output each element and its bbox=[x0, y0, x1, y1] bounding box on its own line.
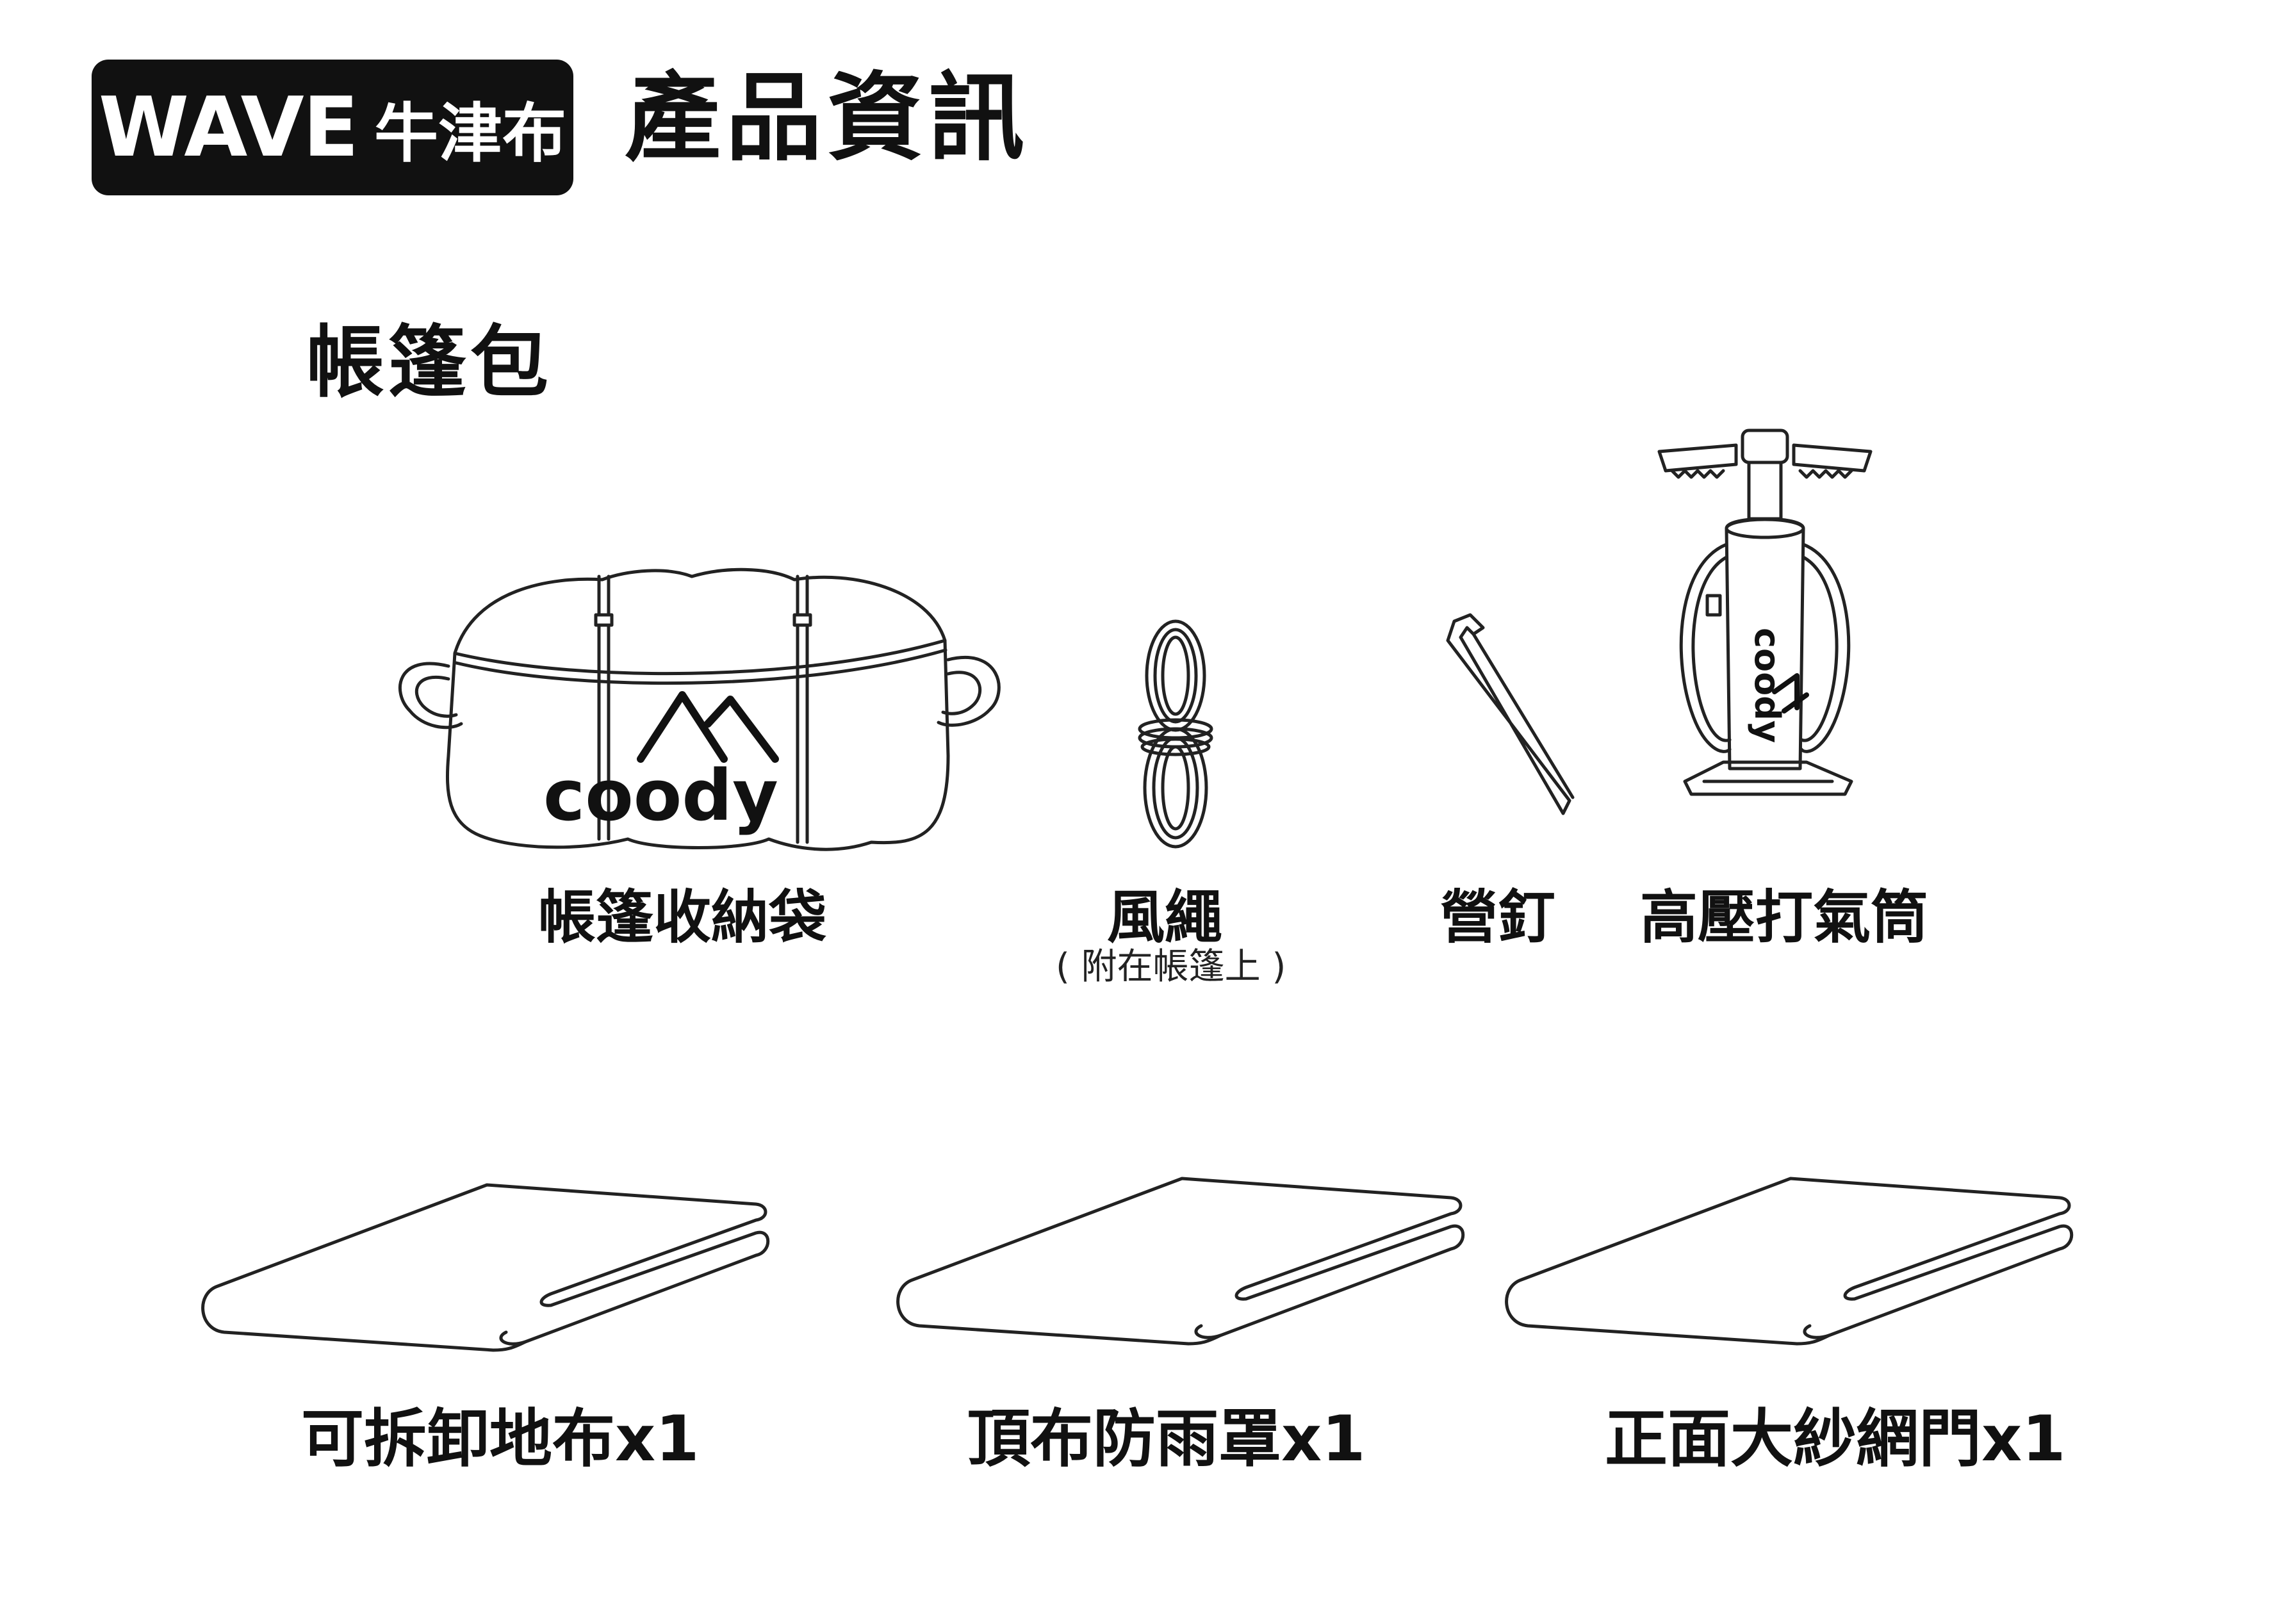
item-label-tent-stake: 營釘 bbox=[1440, 884, 1555, 951]
item-label-mesh-door: 正面大紗網門x1 bbox=[1605, 1403, 2066, 1476]
item-label-wind-rope: 風繩 bbox=[1107, 884, 1222, 951]
wind-rope-icon bbox=[1138, 619, 1213, 849]
product-badge: WAVE 牛津布 bbox=[92, 60, 573, 195]
item-label-rainfly: 頂布防雨罩x1 bbox=[967, 1403, 1366, 1476]
folded-rainfly-icon bbox=[896, 1177, 1465, 1346]
badge-fabric: 牛津布 bbox=[374, 95, 567, 171]
pump-logo-text: coody bbox=[1747, 628, 1787, 743]
item-label-air-pump: 高壓打氣筒 bbox=[1640, 884, 1928, 951]
page-title: 產品資訊 bbox=[625, 63, 1030, 174]
section-title: 帳篷包 bbox=[306, 317, 552, 408]
item-label-groundsheet: 可拆卸地布x1 bbox=[301, 1403, 700, 1476]
air-pump-icon: coody bbox=[1657, 428, 1873, 796]
folded-mesh-door-icon bbox=[1505, 1177, 2074, 1346]
storage-bag-icon: coody bbox=[398, 567, 1001, 851]
bag-logo-text: coody bbox=[543, 754, 778, 836]
item-note-wind-rope: ( 附在帳篷上 ) bbox=[1056, 946, 1286, 988]
tent-stake-icon bbox=[1446, 613, 1575, 815]
item-label-storage-bag: 帳篷收納袋 bbox=[538, 884, 826, 951]
folded-groundsheet-icon bbox=[201, 1183, 770, 1352]
badge-brand: WAVE bbox=[98, 79, 359, 175]
